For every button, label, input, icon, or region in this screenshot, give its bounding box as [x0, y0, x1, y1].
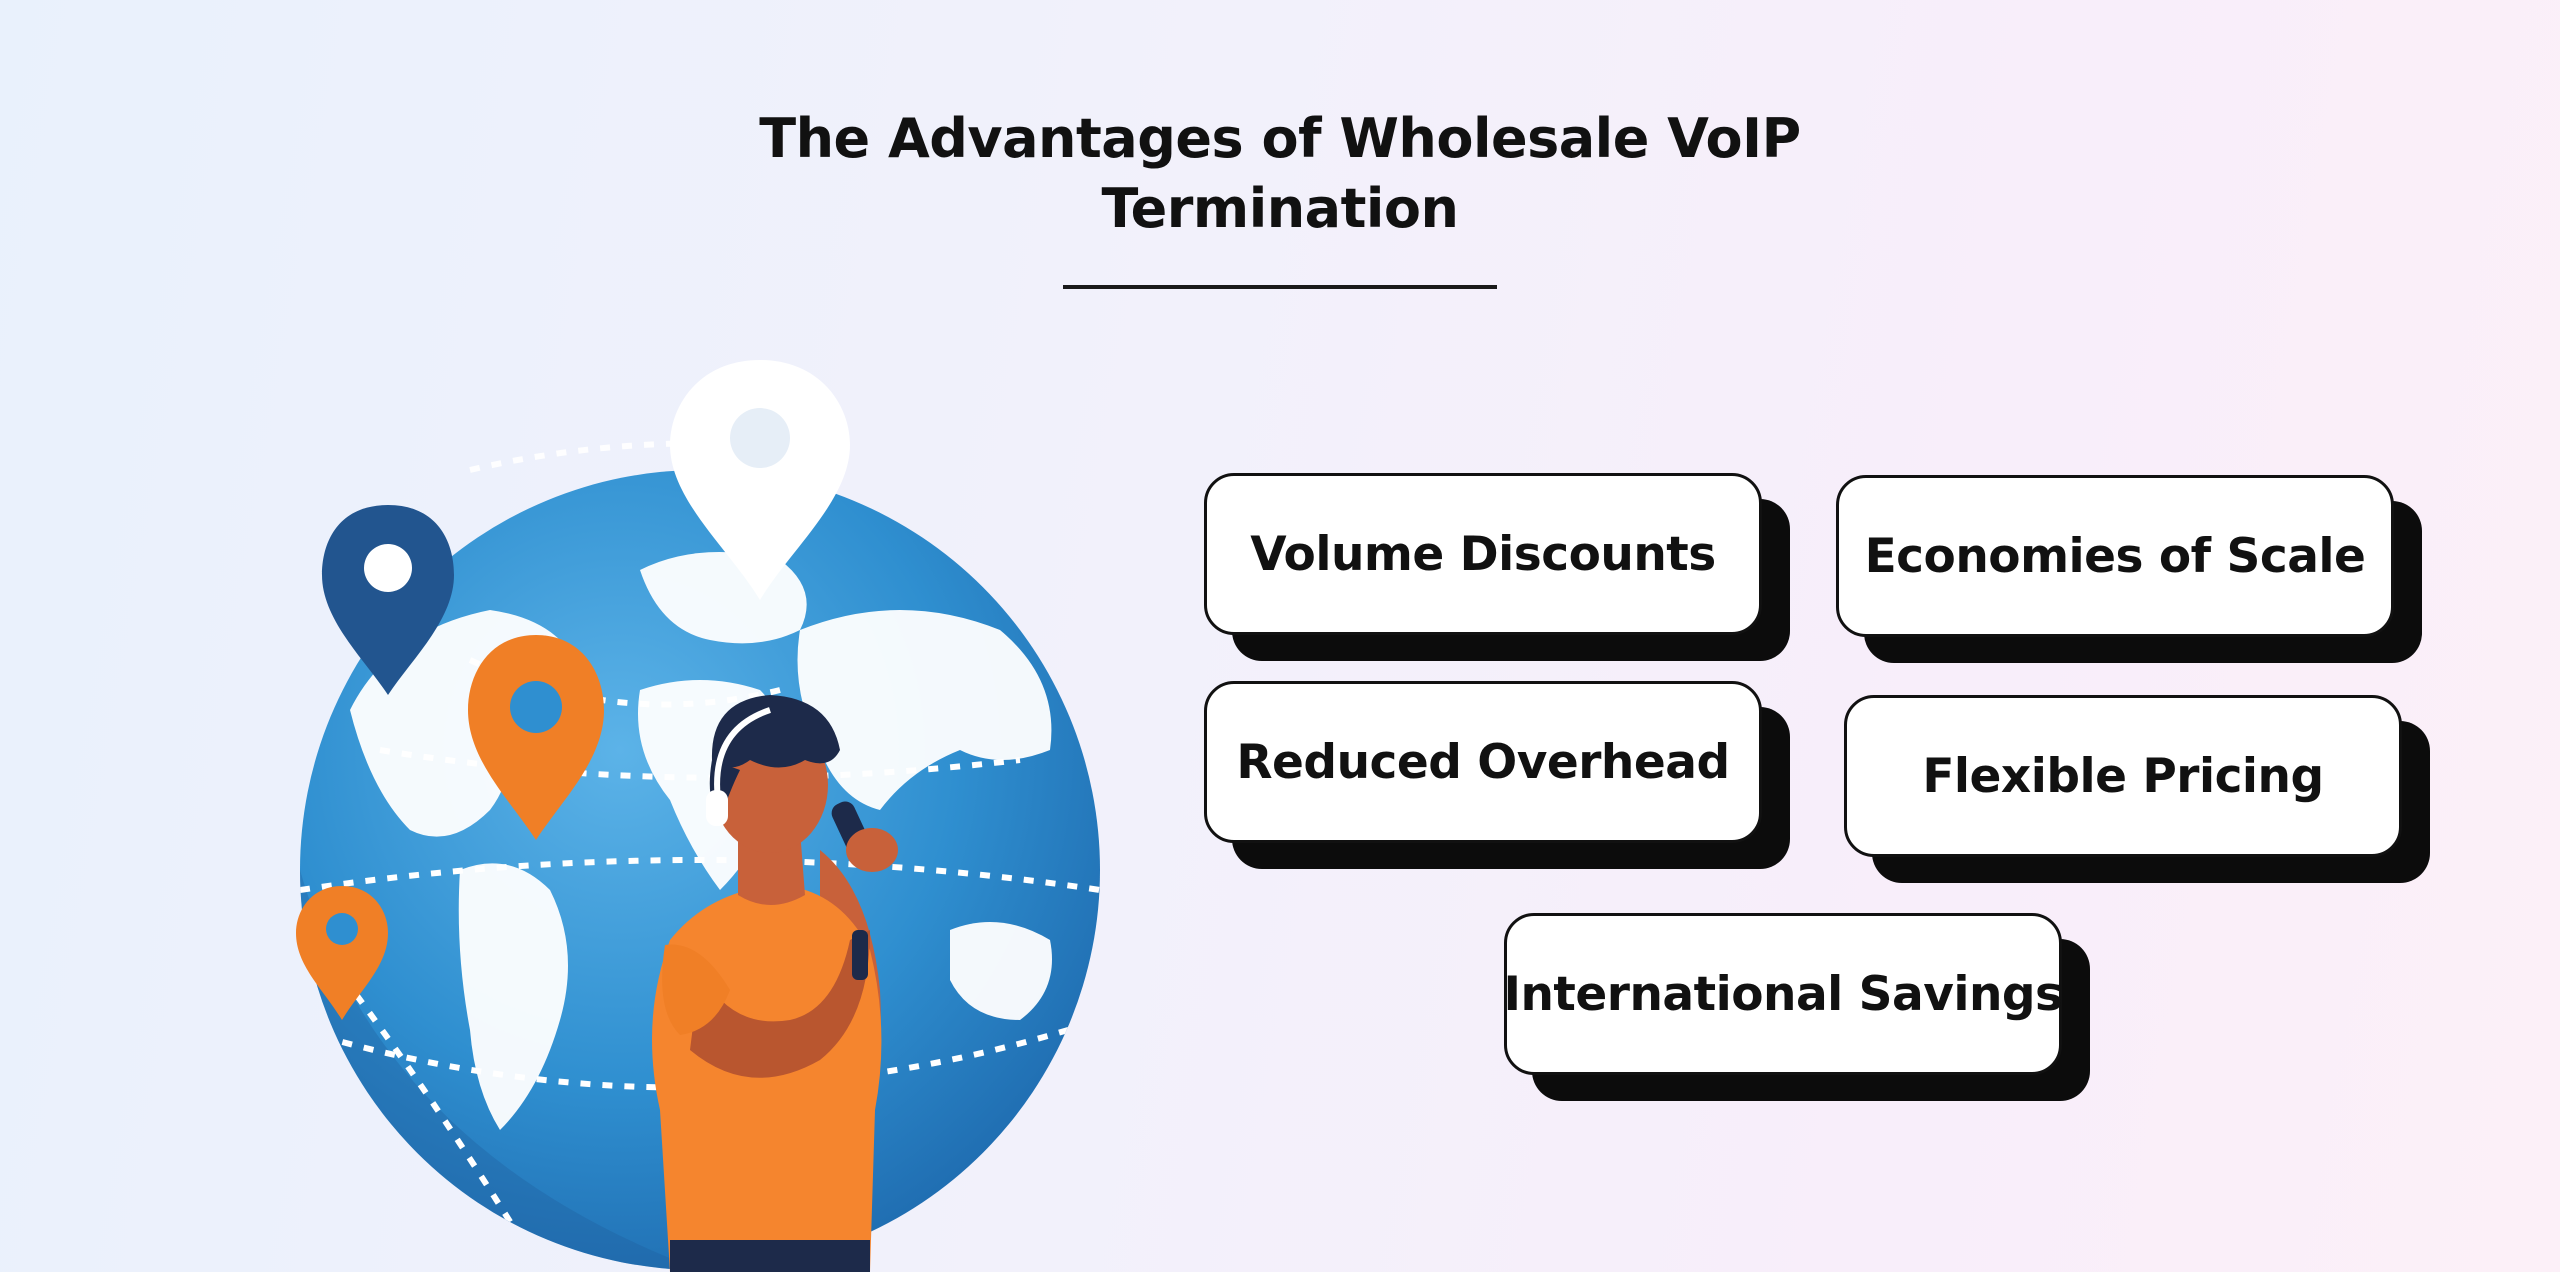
card-face[interactable]: Economies of Scale	[1836, 475, 2394, 637]
title-line-2: Termination	[1101, 177, 1459, 240]
card-face[interactable]: Flexible Pricing	[1844, 695, 2402, 857]
title-underline	[1063, 285, 1497, 289]
card-label: Reduced Overhead	[1236, 734, 1730, 790]
card-face[interactable]: Reduced Overhead	[1204, 681, 1762, 843]
person-on-phone-icon	[652, 695, 898, 1272]
card-label: Economies of Scale	[1864, 528, 2366, 584]
card-label: Flexible Pricing	[1922, 748, 2324, 804]
globe-illustration	[296, 360, 1100, 1272]
card-economies-of-scale[interactable]: Economies of Scale	[1836, 475, 2422, 663]
title-line-1: The Advantages of Wholesale VoIP	[759, 107, 1801, 170]
small-orange-map-pin-icon	[296, 886, 388, 1020]
card-face[interactable]: International Savings	[1503, 913, 2063, 1075]
card-international-savings[interactable]: International Savings	[1503, 913, 2090, 1101]
card-face[interactable]: Volume Discounts	[1204, 473, 1762, 635]
navy-map-pin-icon	[322, 505, 454, 695]
white-map-pin-icon	[670, 360, 850, 600]
card-reduced-overhead[interactable]: Reduced Overhead	[1204, 681, 1790, 869]
card-label: International Savings	[1503, 966, 2063, 1022]
page-title: The Advantages of Wholesale VoIP Termina…	[680, 104, 1880, 244]
card-label: Volume Discounts	[1250, 526, 1716, 582]
card-volume-discounts[interactable]: Volume Discounts	[1204, 473, 1790, 661]
orange-map-pin-icon	[468, 635, 604, 840]
card-flexible-pricing[interactable]: Flexible Pricing	[1844, 695, 2430, 883]
